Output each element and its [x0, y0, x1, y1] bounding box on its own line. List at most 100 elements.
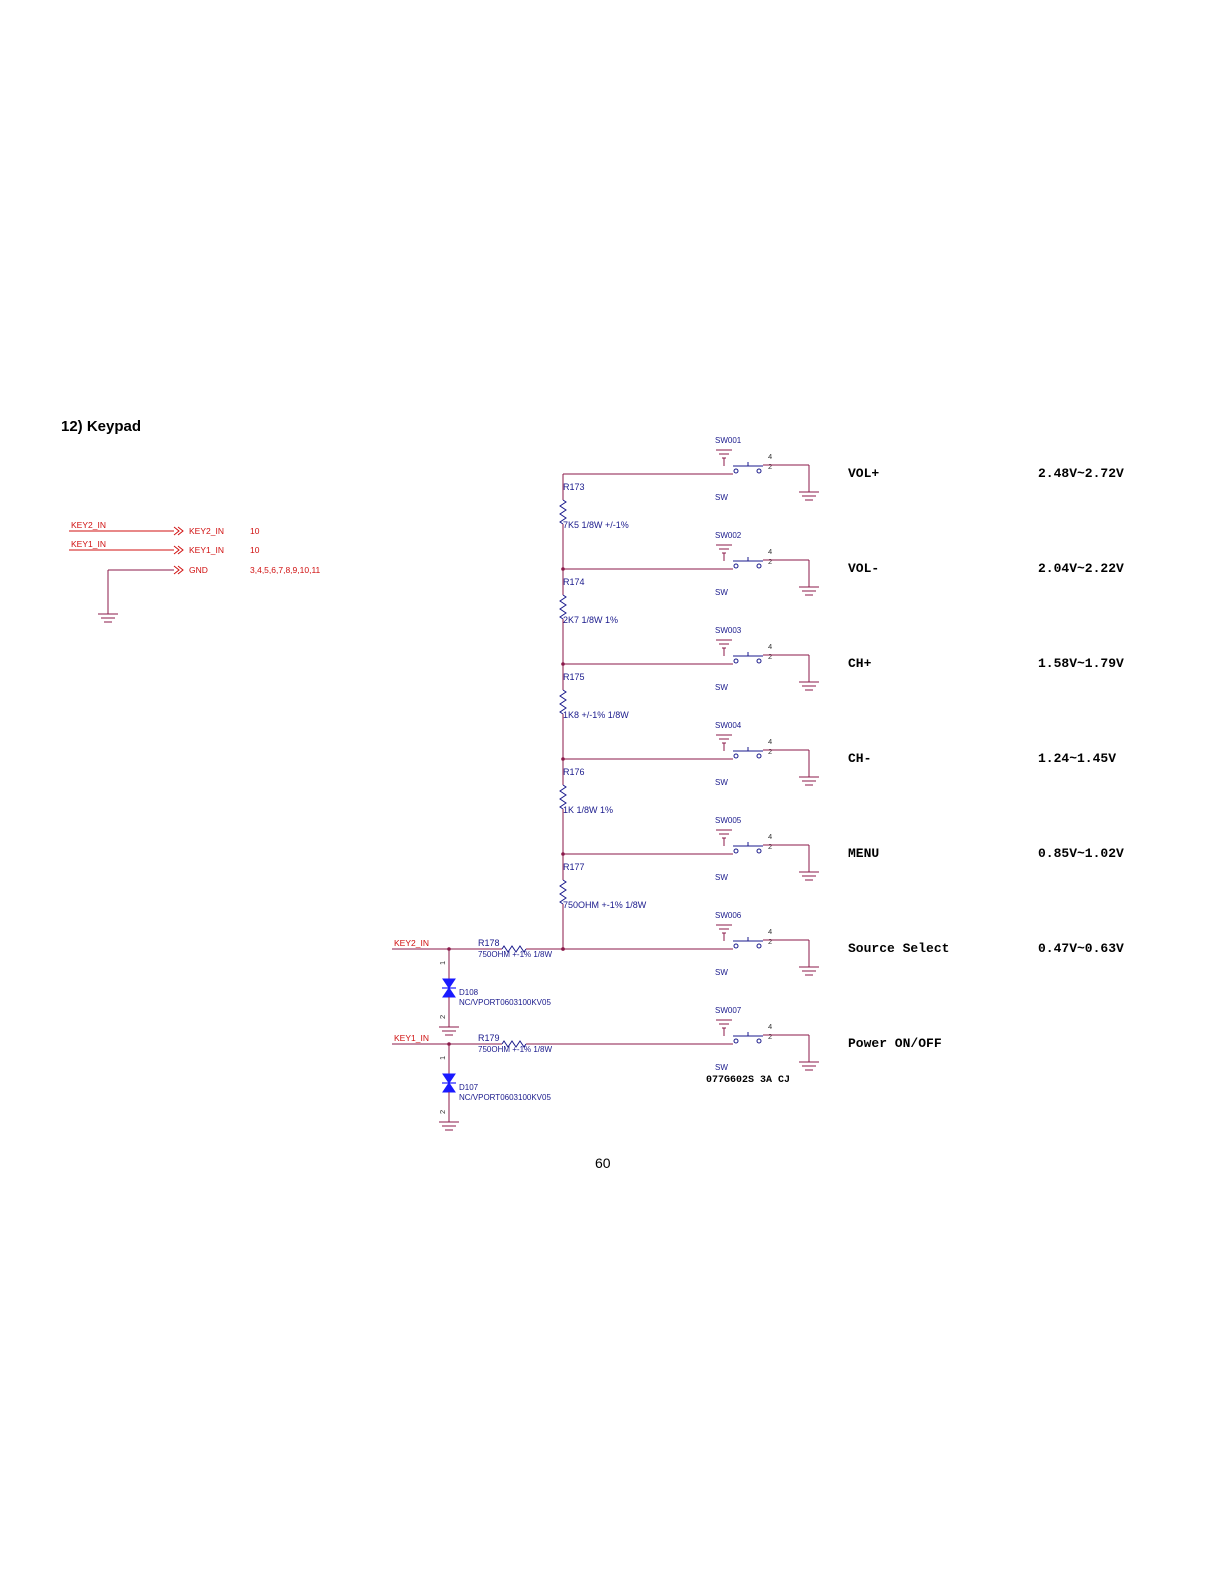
- resistor-ladder: R173 7K5 1/8W +/-1% R174 2K7 1/8W 1% R175 1K8…: [559, 474, 647, 949]
- pin-number-bottom: 2: [768, 842, 772, 851]
- pin-number-top: 4: [768, 927, 772, 936]
- key-label: Source Select: [848, 941, 949, 956]
- ground-symbol: [799, 871, 819, 881]
- diode-ref: D108: [459, 988, 479, 997]
- diode-pin-2: 2: [438, 1110, 447, 1114]
- ground-symbol: [439, 1026, 459, 1036]
- switch-type: SW: [715, 588, 728, 597]
- voltage-range: 0.85V~1.02V: [1038, 846, 1124, 861]
- resistor-ref: R176: [563, 767, 585, 777]
- ground-symbol: [98, 613, 118, 623]
- port-pins-key1: 10: [250, 545, 260, 555]
- switch-rows: SW00142SWVOL+2.48V~2.72VSW00242SWVOL-2.0…: [561, 436, 1124, 1072]
- pin-number-top: 4: [768, 832, 772, 841]
- diode-ref: D107: [459, 1083, 479, 1092]
- switch-ref: SW002: [715, 531, 742, 540]
- resistor-ref: R173: [563, 482, 585, 492]
- diode-pin-1: 1: [438, 961, 447, 965]
- ground-symbol: [799, 586, 819, 596]
- input-net-label: KEY2_IN: [394, 938, 429, 948]
- input-resistor-value: 750OHM +-1% 1/8W: [478, 1045, 552, 1054]
- resistor-r173: R173 7K5 1/8W +/-1%: [559, 474, 629, 569]
- switch-ref: SW001: [715, 436, 742, 445]
- voltage-range: 2.04V~2.22V: [1038, 561, 1124, 576]
- resistor-value: 7K5 1/8W +/-1%: [563, 520, 629, 530]
- diode-value: NC/VPORT0603100KV05: [459, 998, 551, 1007]
- resistor-ref: R175: [563, 672, 585, 682]
- net-label-key2-wire: KEY2_IN: [71, 520, 106, 530]
- pin-number-top: 4: [768, 1022, 772, 1031]
- pin-number-top: 4: [768, 452, 772, 461]
- switch-type: SW: [715, 1063, 728, 1072]
- pin-number-bottom: 2: [768, 462, 772, 471]
- input-resistor-ref: R178: [478, 938, 500, 948]
- key-label: MENU: [848, 846, 879, 861]
- switch-ref: SW007: [715, 1006, 742, 1015]
- switch-ref: SW004: [715, 721, 742, 730]
- pin-number-bottom: 2: [768, 1032, 772, 1041]
- port-label-key2: KEY2_IN: [189, 526, 224, 536]
- pin-number-bottom: 2: [768, 557, 772, 566]
- resistor-value: 1K 1/8W 1%: [563, 805, 613, 815]
- pin-number-bottom: 2: [768, 937, 772, 946]
- switch-type: SW: [715, 683, 728, 692]
- diode-pin-2: 2: [438, 1015, 447, 1019]
- key-label: VOL-: [848, 561, 879, 576]
- input-net-label: KEY1_IN: [394, 1033, 429, 1043]
- switch-ref: SW005: [715, 816, 742, 825]
- input-circuit-key2-in: KEY2_IN R178 750OHM +-1% 1/8W 1 2 D108NC/VPOR…: [392, 938, 565, 1036]
- voltage-range: 0.47V~0.63V: [1038, 941, 1124, 956]
- key-label: Power ON/OFF: [848, 1036, 942, 1051]
- voltage-range: 1.58V~1.79V: [1038, 656, 1124, 671]
- pin-number-top: 4: [768, 737, 772, 746]
- pin-number-bottom: 2: [768, 747, 772, 756]
- ground-symbol: [799, 681, 819, 691]
- resistor-ref: R174: [563, 577, 585, 587]
- net-label-key1-wire: KEY1_IN: [71, 539, 106, 549]
- ground-symbol: [799, 966, 819, 976]
- resistor-r177: R177 750OHM +-1% 1/8W: [559, 854, 647, 949]
- diode-value: NC/VPORT0603100KV05: [459, 1093, 551, 1102]
- resistor-r176: R176 1K 1/8W 1%: [559, 759, 613, 854]
- resistor-value: 750OHM +-1% 1/8W: [563, 900, 647, 910]
- voltage-range: 2.48V~2.72V: [1038, 466, 1124, 481]
- voltage-range: 1.24~1.45V: [1038, 751, 1116, 766]
- key-label: VOL+: [848, 466, 879, 481]
- ground-symbol: [799, 491, 819, 501]
- switch-type: SW: [715, 778, 728, 787]
- section-title: 12) Keypad: [61, 418, 141, 435]
- resistor-ref: R177: [563, 862, 585, 872]
- switch-ref: SW003: [715, 626, 742, 635]
- key-label: CH+: [848, 656, 872, 671]
- input-resistor-value: 750OHM +-1% 1/8W: [478, 950, 552, 959]
- resistor-r175: R175 1K8 +/-1% 1/8W: [559, 664, 629, 759]
- port-label-gnd: GND: [189, 565, 208, 575]
- input-resistor-ref: R179: [478, 1033, 500, 1043]
- switch-part-number: 077G602S 3A CJ: [706, 1075, 790, 1086]
- switch-type: SW: [715, 493, 728, 502]
- switch-type: SW: [715, 873, 728, 882]
- ground-symbol: [799, 1061, 819, 1071]
- key-label: CH-: [848, 751, 871, 766]
- ground-symbol: [799, 776, 819, 786]
- input-circuit-key1-in: KEY1_IN R179 750OHM +-1% 1/8W 1 2 D107NC/VPOR…: [392, 1033, 733, 1131]
- resistor-value: 2K7 1/8W 1%: [563, 615, 618, 625]
- port-pins-gnd: 3,4,5,6,7,8,9,10,11: [250, 565, 321, 575]
- connector-block: KEY2_IN KEY2_IN 10 KEY1_IN KEY1_IN 10 GN…: [69, 520, 321, 623]
- pin-number-top: 4: [768, 642, 772, 651]
- diode-pin-1: 1: [438, 1056, 447, 1060]
- page-number: 60: [595, 1155, 611, 1171]
- resistor-r174: R174 2K7 1/8W 1%: [559, 569, 618, 664]
- switch-ref: SW006: [715, 911, 742, 920]
- pin-number-top: 4: [768, 547, 772, 556]
- port-pins-key2: 10: [250, 526, 260, 536]
- resistor-value: 1K8 +/-1% 1/8W: [563, 710, 629, 720]
- port-label-key1: KEY1_IN: [189, 545, 224, 555]
